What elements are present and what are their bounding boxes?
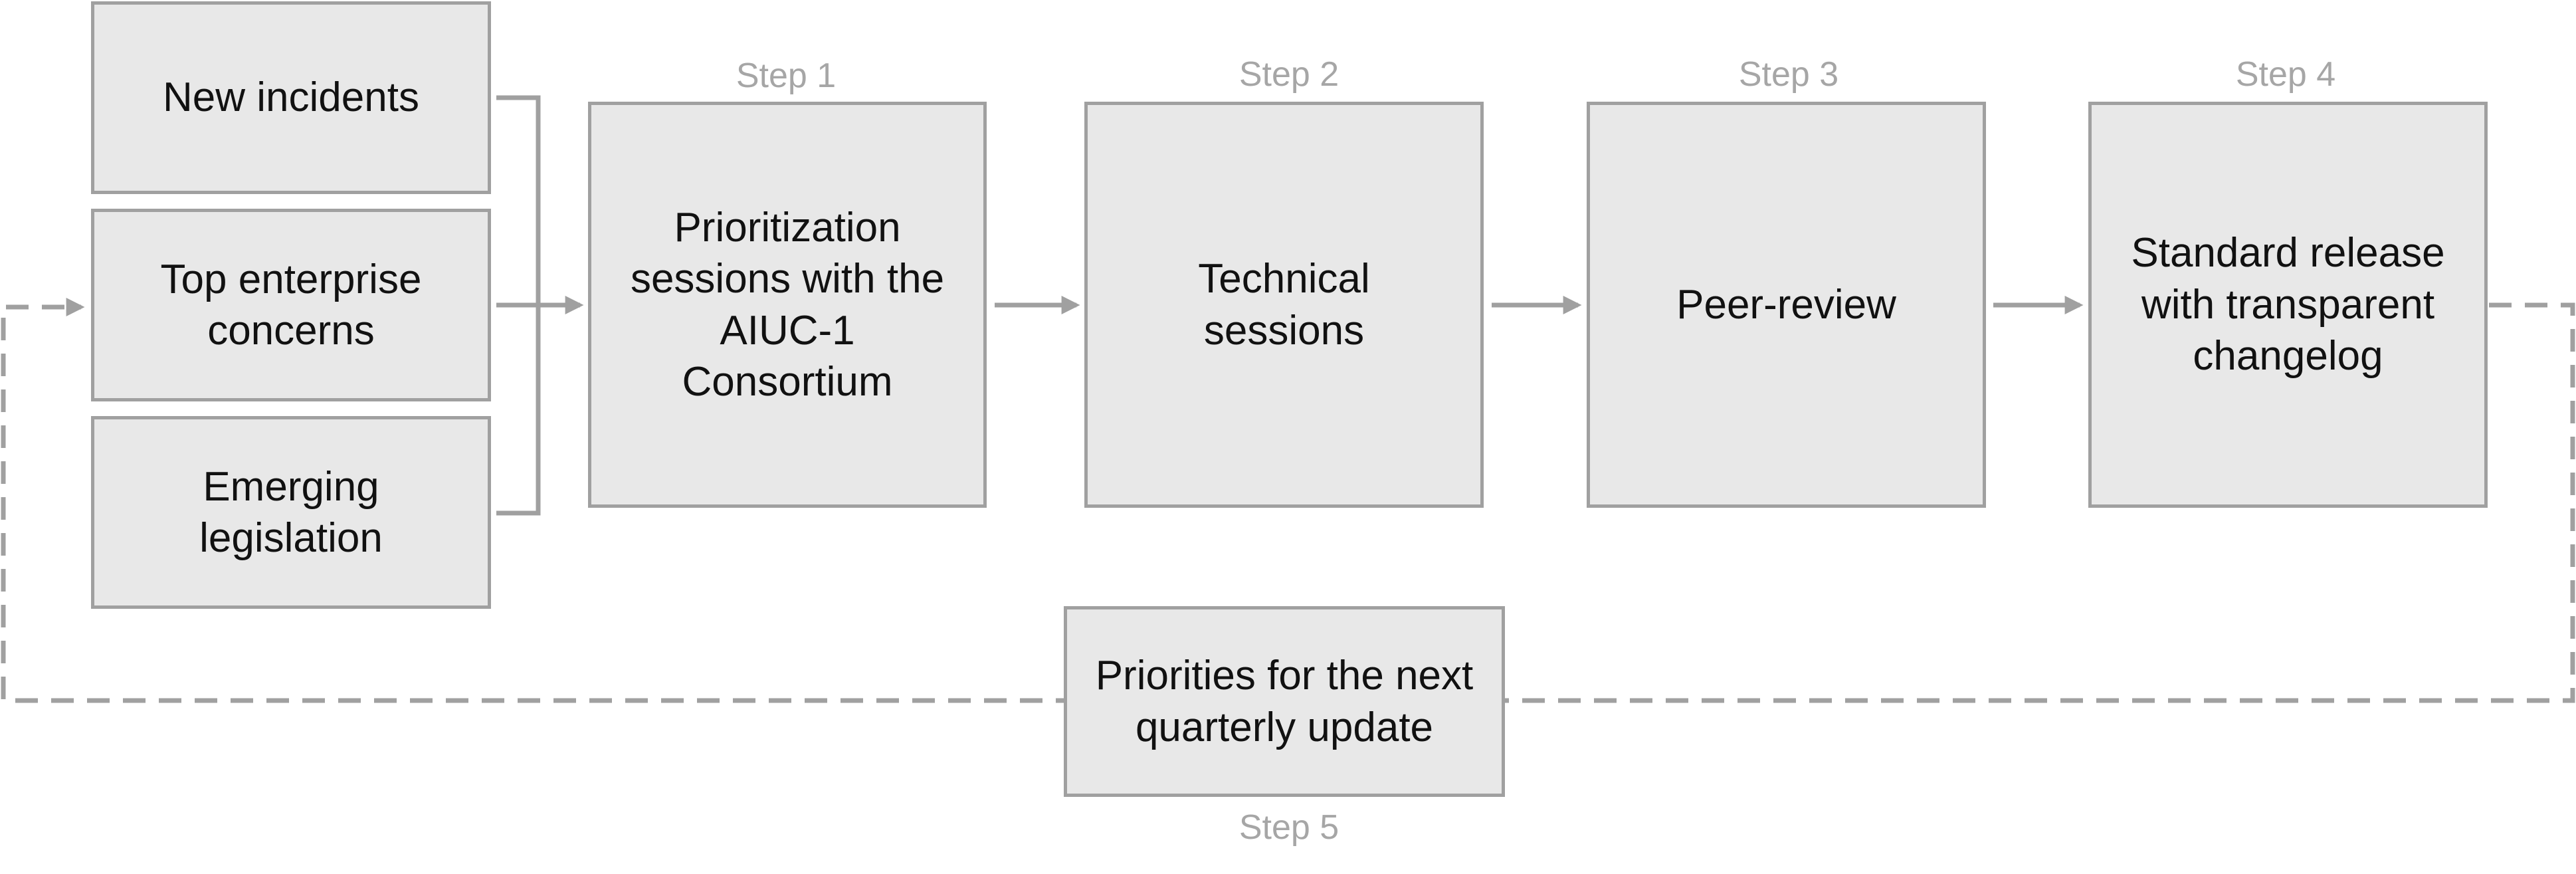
step-5-text: Priorities for the next quarterly update xyxy=(1095,653,1474,750)
step-1-text: Prioritization sessions with the AIUC-1 … xyxy=(630,204,945,405)
step-1-label: Step 1 xyxy=(736,56,837,95)
input-label: New incidents xyxy=(163,74,419,121)
input-box-top-enterprise-concerns: Top enterprise concerns xyxy=(91,209,491,401)
step-3-box: Peer-review xyxy=(1587,102,1986,508)
step-3-label: Step 3 xyxy=(1738,55,1839,94)
step-4-text: Standard release with transparent change… xyxy=(2131,230,2445,380)
step-4-box: Standard release with transparent change… xyxy=(2088,102,2488,508)
step-3-text: Peer-review xyxy=(1676,281,1896,328)
step-2-box: Technical sessions xyxy=(1084,102,1484,508)
step-2-text: Technical sessions xyxy=(1198,256,1370,354)
input-label: Emerging legislation xyxy=(199,463,383,562)
step-2-label: Step 2 xyxy=(1238,55,1339,94)
input-box-emerging-legislation: Emerging legislation xyxy=(91,416,491,609)
input-label: Top enterprise concerns xyxy=(160,256,422,354)
input-box-new-incidents: New incidents xyxy=(91,1,491,194)
step-1-box: Prioritization sessions with the AIUC-1 … xyxy=(588,102,987,508)
step-4-label: Step 4 xyxy=(2235,55,2336,94)
step-5-label: Step 5 xyxy=(1238,808,1339,847)
step-5-box: Priorities for the next quarterly update xyxy=(1064,606,1505,797)
